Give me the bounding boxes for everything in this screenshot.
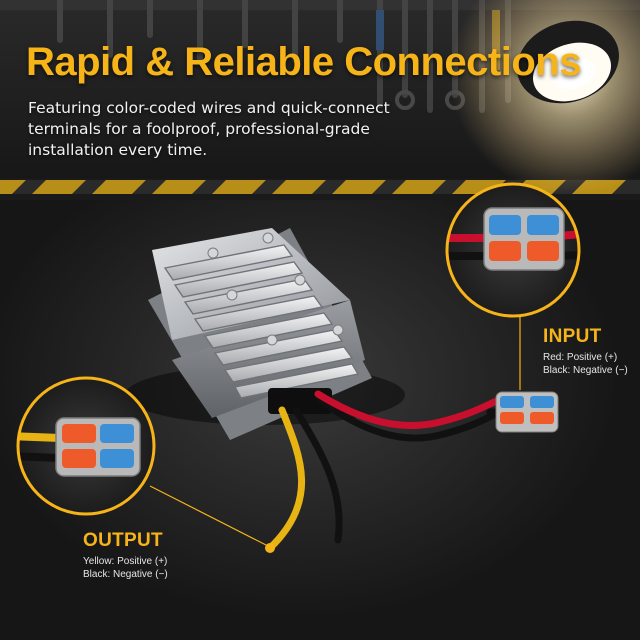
output-negative-line: Black: Negative (−) <box>83 569 168 580</box>
dc-converter-module <box>148 228 372 440</box>
callout-magnifier-output <box>16 376 156 516</box>
input-negative-line: Black: Negative (−) <box>543 365 628 376</box>
input-title: INPUT <box>543 326 602 347</box>
input-label-block: INPUT Red: Positive (+) Black: Negative … <box>543 326 628 377</box>
callout-magnifier-icon <box>445 182 581 318</box>
work-lamp-icon <box>450 0 640 195</box>
output-title: OUTPUT <box>83 530 163 551</box>
callout-leaders <box>149 316 521 547</box>
output-positive-line: Yellow: Positive (+) <box>83 556 168 567</box>
headline: Rapid & Reliable Connections <box>26 40 581 84</box>
output-label-block: OUTPUT Yellow: Positive (+) Black: Negat… <box>83 530 168 581</box>
subhead: Featuring color-coded wires and quick-co… <box>28 99 390 159</box>
input-positive-line: Red: Positive (+) <box>543 352 618 363</box>
input-wago-connector <box>495 391 559 433</box>
